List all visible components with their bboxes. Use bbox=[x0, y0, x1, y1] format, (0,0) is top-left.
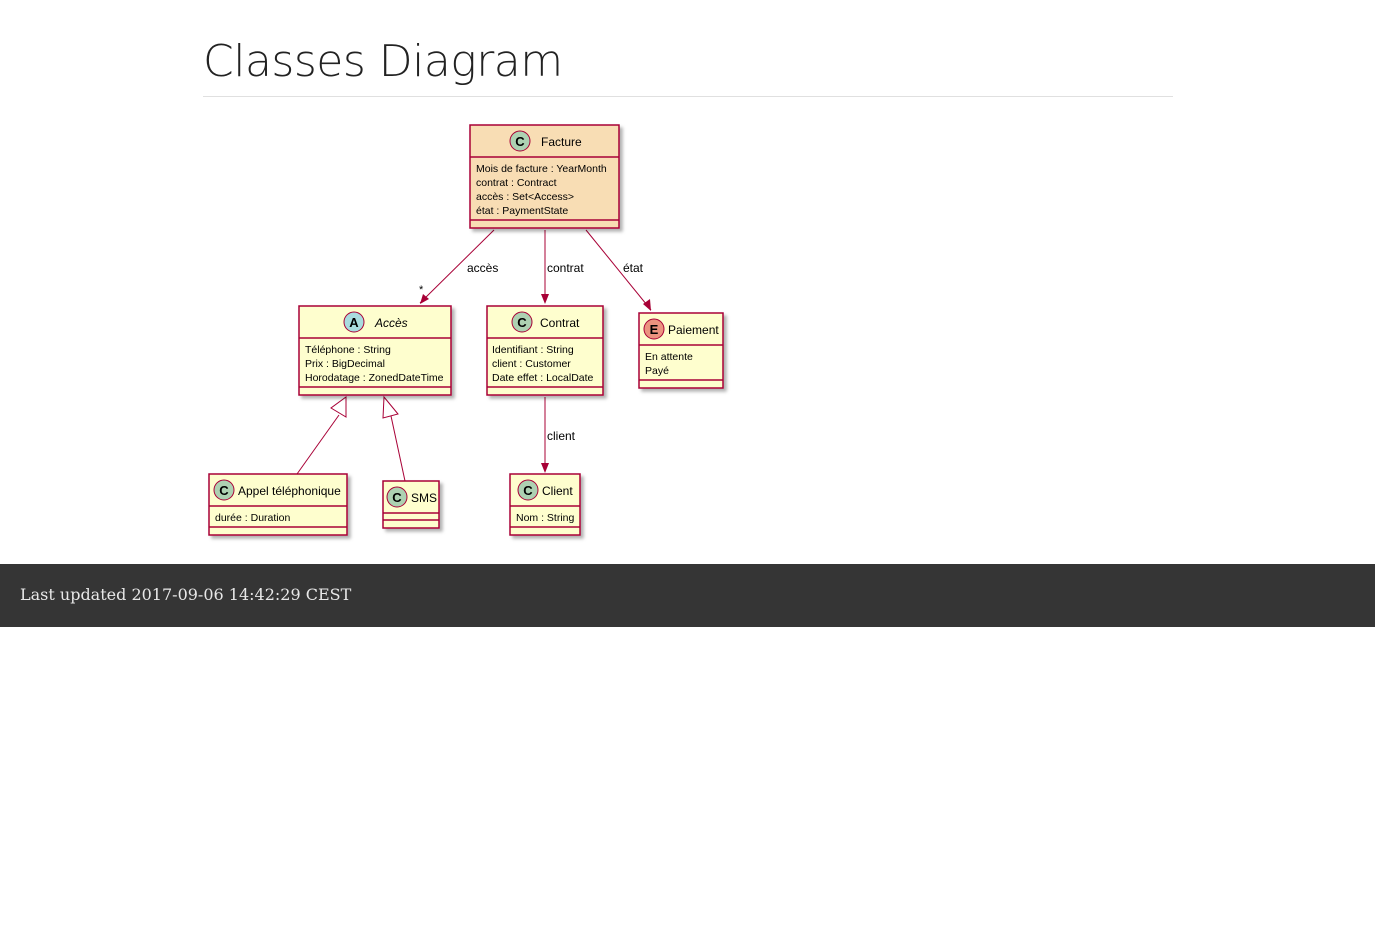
class-attribute: Identifiant : String bbox=[492, 344, 574, 356]
class-sms-content: C SMS bbox=[383, 486, 439, 521]
abstract-stereotype-icon bbox=[343, 311, 365, 333]
class-contrat bbox=[486, 305, 604, 396]
enum-value: Payé bbox=[645, 365, 669, 377]
edge-label-acces: accès bbox=[467, 261, 498, 275]
class-contrat-content: C Contrat Identifiant : String client : … bbox=[487, 311, 603, 388]
edge-label-etat: état bbox=[623, 261, 644, 275]
edge-facture-paiement: état bbox=[585, 229, 652, 311]
class-attribute: accès : Set<Access> bbox=[476, 191, 574, 203]
class-name: Facture bbox=[541, 135, 582, 149]
class-name: Client bbox=[542, 484, 573, 498]
page-footer: Last updated 2017-09-06 14:42:29 CEST bbox=[0, 564, 1375, 627]
class-facture-content: C Facture Mois de facture : YearMonth co… bbox=[470, 130, 619, 221]
class-stereotype-letter: A bbox=[349, 315, 359, 330]
class-attribute: contrat : Contract bbox=[476, 177, 557, 189]
enum-stereotype-icon bbox=[643, 318, 665, 340]
class-name: Contrat bbox=[540, 316, 580, 330]
edge-facture-contrat: contrat bbox=[541, 230, 584, 304]
class-stereotype-icon bbox=[213, 479, 235, 501]
edge-sms-extends-acces bbox=[382, 395, 406, 482]
edge-multiplicity-acces: * bbox=[419, 284, 424, 296]
class-attribute: état : PaymentState bbox=[476, 205, 568, 217]
class-appel-content: C Appel téléphonique durée : Duration bbox=[209, 479, 347, 528]
class-attribute: Nom : String bbox=[516, 512, 575, 524]
class-stereotype-letter: C bbox=[517, 315, 527, 330]
class-acces-content: A Accès Téléphone : String Prix : BigDec… bbox=[299, 311, 451, 388]
class-attribute: Mois de facture : YearMonth bbox=[476, 163, 607, 175]
class-attribute: Prix : BigDecimal bbox=[305, 358, 385, 370]
class-stereotype-icon bbox=[386, 486, 408, 508]
class-name: Appel téléphonique bbox=[238, 484, 341, 498]
class-name: Accès bbox=[374, 316, 408, 330]
class-client-content: C Client Nom : String bbox=[510, 479, 580, 528]
edge-facture-acces: accès * bbox=[419, 229, 498, 304]
class-stereotype-letter: C bbox=[523, 483, 533, 498]
class-stereotype-letter: C bbox=[219, 483, 229, 498]
class-attribute: Horodatage : ZonedDateTime bbox=[305, 372, 444, 384]
class-facture bbox=[469, 124, 620, 229]
class-name: Paiement bbox=[668, 323, 719, 337]
class-diagram: accès * contrat état client C Facture Mo… bbox=[208, 124, 724, 536]
enum-value: En attente bbox=[645, 351, 693, 363]
class-attribute: Téléphone : String bbox=[305, 344, 391, 356]
last-updated-text: Last updated 2017-09-06 14:42:29 CEST bbox=[20, 585, 352, 604]
class-stereotype-letter: C bbox=[515, 134, 525, 149]
edge-label-contrat: contrat bbox=[547, 261, 584, 275]
class-name: SMS bbox=[411, 491, 437, 505]
edge-appel-extends-acces bbox=[296, 396, 347, 475]
class-attribute: Date effet : LocalDate bbox=[492, 372, 594, 384]
edge-label-client: client bbox=[547, 429, 576, 443]
class-acces bbox=[298, 305, 452, 396]
class-stereotype-letter: E bbox=[650, 322, 659, 337]
class-paiement-content: E Paiement En attente Payé bbox=[639, 318, 723, 381]
class-stereotype-icon bbox=[517, 479, 539, 501]
page-title: Classes Diagram bbox=[203, 36, 563, 87]
class-attribute: durée : Duration bbox=[215, 512, 290, 524]
class-attribute: client : Customer bbox=[492, 358, 571, 370]
class-stereotype-icon bbox=[511, 311, 533, 333]
title-divider bbox=[203, 96, 1173, 97]
edge-contrat-client: client bbox=[541, 397, 576, 473]
class-stereotype-icon bbox=[509, 130, 531, 152]
class-stereotype-letter: C bbox=[392, 490, 402, 505]
